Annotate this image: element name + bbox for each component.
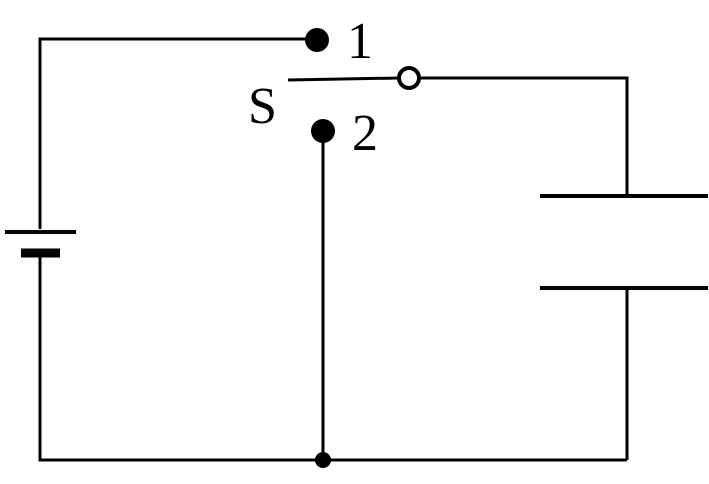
wire-top-left (38, 37, 308, 229)
switch-pivot[interactable] (397, 66, 421, 90)
capacitor (540, 194, 708, 290)
wire-top-right (420, 76, 629, 196)
wire-bottom (38, 255, 627, 462)
switch-contact-1[interactable] (305, 28, 329, 52)
switch-contact-2[interactable] (311, 119, 335, 143)
label-contact-1: 1 (347, 13, 373, 70)
label-switch: S (248, 78, 277, 135)
junction-dot (315, 452, 331, 468)
battery (5, 230, 76, 258)
switch-arm[interactable] (287, 76, 400, 82)
wires (38, 37, 629, 462)
label-contact-2: 2 (352, 105, 378, 162)
